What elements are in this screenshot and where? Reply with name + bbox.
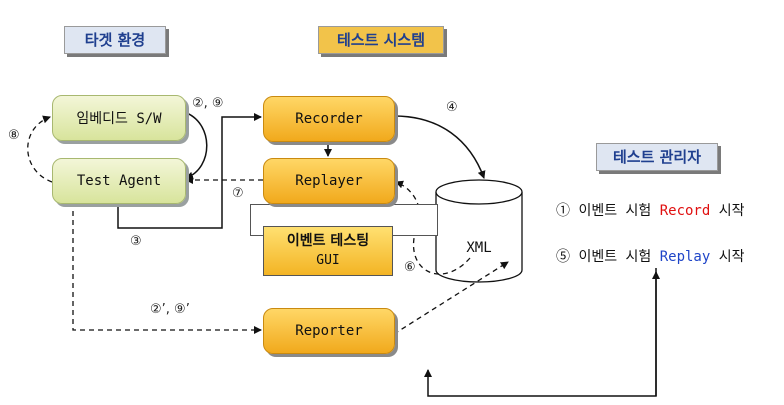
event-testing-gui-subtitle: GUI — [316, 253, 340, 268]
legend-replay-suffix: 시작 — [718, 249, 745, 265]
agent-to-embedded-dashed-arrow — [27, 115, 53, 183]
legend-item-record: ① 이벤트 시험 Record 시작 — [556, 200, 745, 220]
step-label-8: ⑧ — [8, 128, 20, 143]
step-label-2p-9p: ②’, ⑨’ — [150, 302, 190, 317]
reporter-to-xml-dashed-arrow — [393, 261, 509, 335]
agent-to-recorder-arrow — [117, 113, 262, 229]
legend-replay-keyword: Replay — [659, 249, 711, 265]
target-environment-title: 타겟 환경 — [64, 26, 166, 54]
event-testing-gui-node: 이벤트 테스팅 GUI — [263, 226, 393, 276]
reporter-node: Reporter — [263, 308, 395, 354]
recorder-node: Recorder — [263, 96, 395, 142]
xml-database-shape — [435, 179, 523, 283]
step-label-6: ⑥ — [404, 260, 416, 275]
step-label-2-9: ②, ⑨ — [192, 96, 224, 111]
test-agent-node: Test Agent — [52, 158, 186, 204]
embedded-to-agent-arrow — [183, 111, 208, 180]
event-testing-gui-title: 이벤트 테스팅 — [286, 233, 370, 249]
xml-to-replayer-dashed-arrow — [395, 180, 471, 275]
agent-to-reporter-dashed-arrow — [72, 202, 262, 334]
test-system-title: 테스트 시스템 — [318, 26, 444, 54]
xml-label: XML — [466, 240, 492, 256]
legend-replay-number: ⑤ — [556, 249, 570, 265]
step-label-3: ③ — [130, 234, 142, 249]
step-label-4: ④ — [446, 100, 458, 115]
test-manager-title: 테스트 관리자 — [596, 143, 718, 171]
recorder-to-xml-arrow — [393, 115, 486, 179]
step-label-7: ⑦ — [232, 186, 244, 201]
manager-to-system-arrow — [424, 268, 657, 397]
embedded-sw-node: 임베디드 S/W — [52, 95, 186, 141]
legend-replay-text: 이벤트 시험 — [578, 249, 652, 265]
replayer-node: Replayer — [263, 158, 395, 204]
legend-record-number: ① — [556, 203, 570, 219]
legend-record-text: 이벤트 시험 — [578, 203, 652, 219]
legend-record-suffix: 시작 — [718, 203, 745, 219]
legend-item-replay: ⑤ 이벤트 시험 Replay 시작 — [556, 246, 745, 266]
legend-record-keyword: Record — [659, 203, 711, 219]
